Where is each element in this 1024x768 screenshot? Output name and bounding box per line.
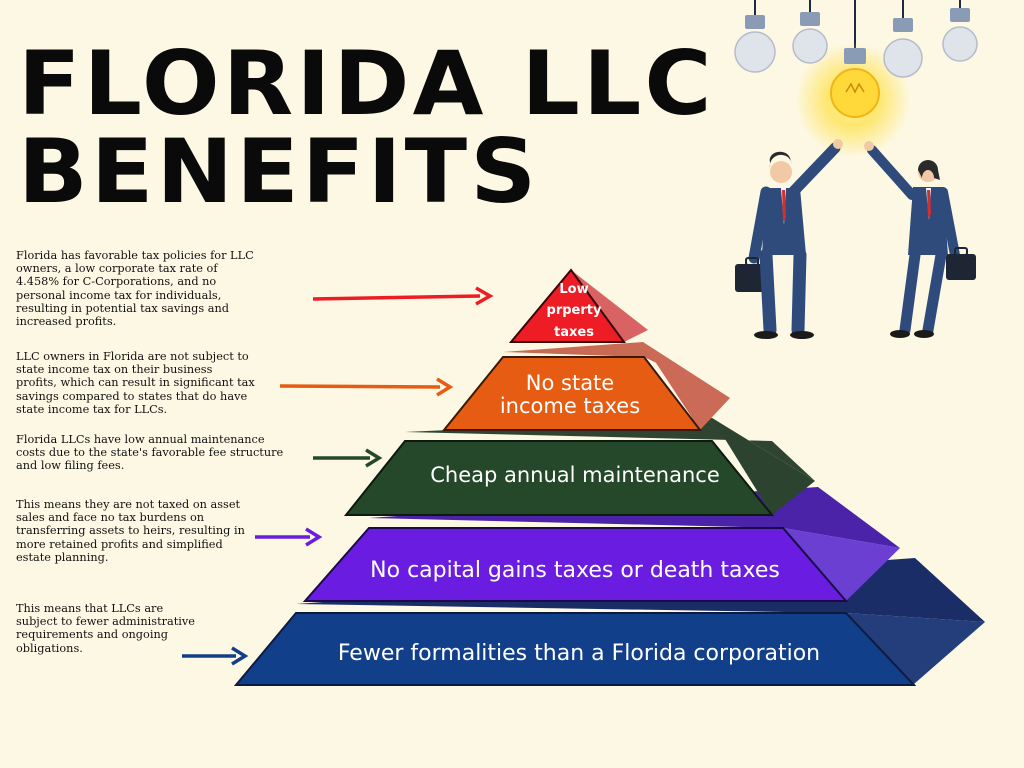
pyramid-tier-1: Low prperty taxes: [508, 268, 648, 343]
pyramid-tier-2: No state income taxes: [441, 342, 730, 431]
tier-1-label-line-3: taxes: [554, 325, 594, 340]
arrow-1: [312, 286, 494, 306]
title-line-2: BENEFITS: [18, 120, 540, 223]
benefit-description-4: This means they are not taxed on asset s…: [16, 498, 245, 564]
tier-4-label: No capital gains taxes or death taxes: [370, 558, 780, 583]
page-title: FLORIDA LLC BENEFITS: [18, 40, 715, 216]
benefit-description-1: Florida has favorable tax policies for L…: [16, 249, 254, 329]
benefit-description-3: Florida LLCs have low annual maintenance…: [16, 433, 284, 473]
arrow-5: [182, 646, 249, 666]
benefit-description-5: This means that LLCs are subject to fewe…: [16, 602, 195, 655]
briefcase-icon: [946, 247, 976, 280]
businessman-icon: [735, 139, 843, 339]
businesswoman-icon: [864, 141, 976, 338]
tier-2-label-line-1: No state: [526, 371, 614, 395]
pyramid-tier-3: Cheap annual maintenance: [343, 418, 815, 516]
light-bulb-icon: [734, 0, 978, 158]
tier-5-label: Fewer formalities than a Florida corpora…: [338, 641, 820, 666]
tier-1-label-line-2: prperty: [547, 303, 602, 318]
title-line-1: FLORIDA LLC: [18, 32, 715, 135]
arrow-3: [313, 448, 383, 468]
tier-2-label-line-2: income taxes: [500, 394, 640, 418]
arrow-4: [255, 527, 323, 547]
tier-3-label: Cheap annual maintenance: [430, 463, 720, 487]
pyramid-tier-4: No capital gains taxes or death taxes: [302, 487, 900, 602]
benefit-description-2: LLC owners in Florida are not subject to…: [16, 350, 255, 416]
tier-1-label-line-1: Low: [559, 282, 588, 297]
arrow-2: [279, 377, 454, 397]
